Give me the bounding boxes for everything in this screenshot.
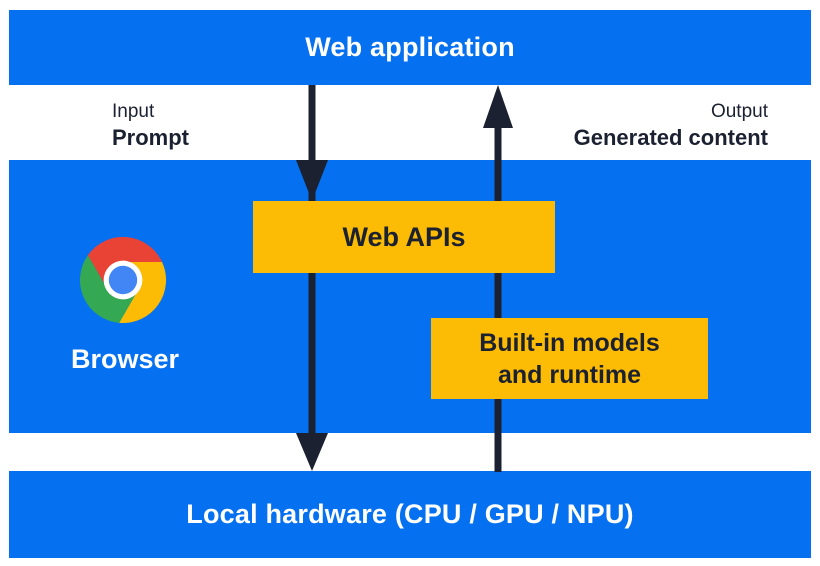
input-label-group: Input Prompt: [112, 99, 189, 152]
chrome-browser-icon: [79, 236, 167, 324]
input-title: Input: [112, 101, 155, 122]
local-hardware-label: Local hardware (CPU / GPU / NPU): [186, 499, 634, 529]
web-application-label: Web application: [305, 32, 515, 62]
builtin-models-box: Built-in models and runtime: [431, 318, 708, 399]
prompt-down-arrow: [296, 85, 328, 471]
output-title: Output: [710, 101, 768, 122]
input-value: Prompt: [112, 125, 189, 150]
browser-label: Browser: [70, 344, 180, 374]
output-value: Generated content: [573, 125, 768, 150]
builtin-models-label-line1: Built-in models: [479, 328, 660, 357]
web-application-bar: Web application: [9, 10, 811, 85]
web-apis-label: Web APIs: [342, 221, 466, 252]
builtin-models-label-line2: and runtime: [497, 360, 642, 389]
chrome-icon-blue-center: [108, 265, 138, 295]
generated-content-up-arrow: [483, 85, 513, 472]
web-apis-box: Web APIs: [253, 201, 555, 273]
local-hardware-bar: Local hardware (CPU / GPU / NPU): [9, 471, 811, 558]
output-label-group: Output Generated content: [574, 99, 768, 152]
